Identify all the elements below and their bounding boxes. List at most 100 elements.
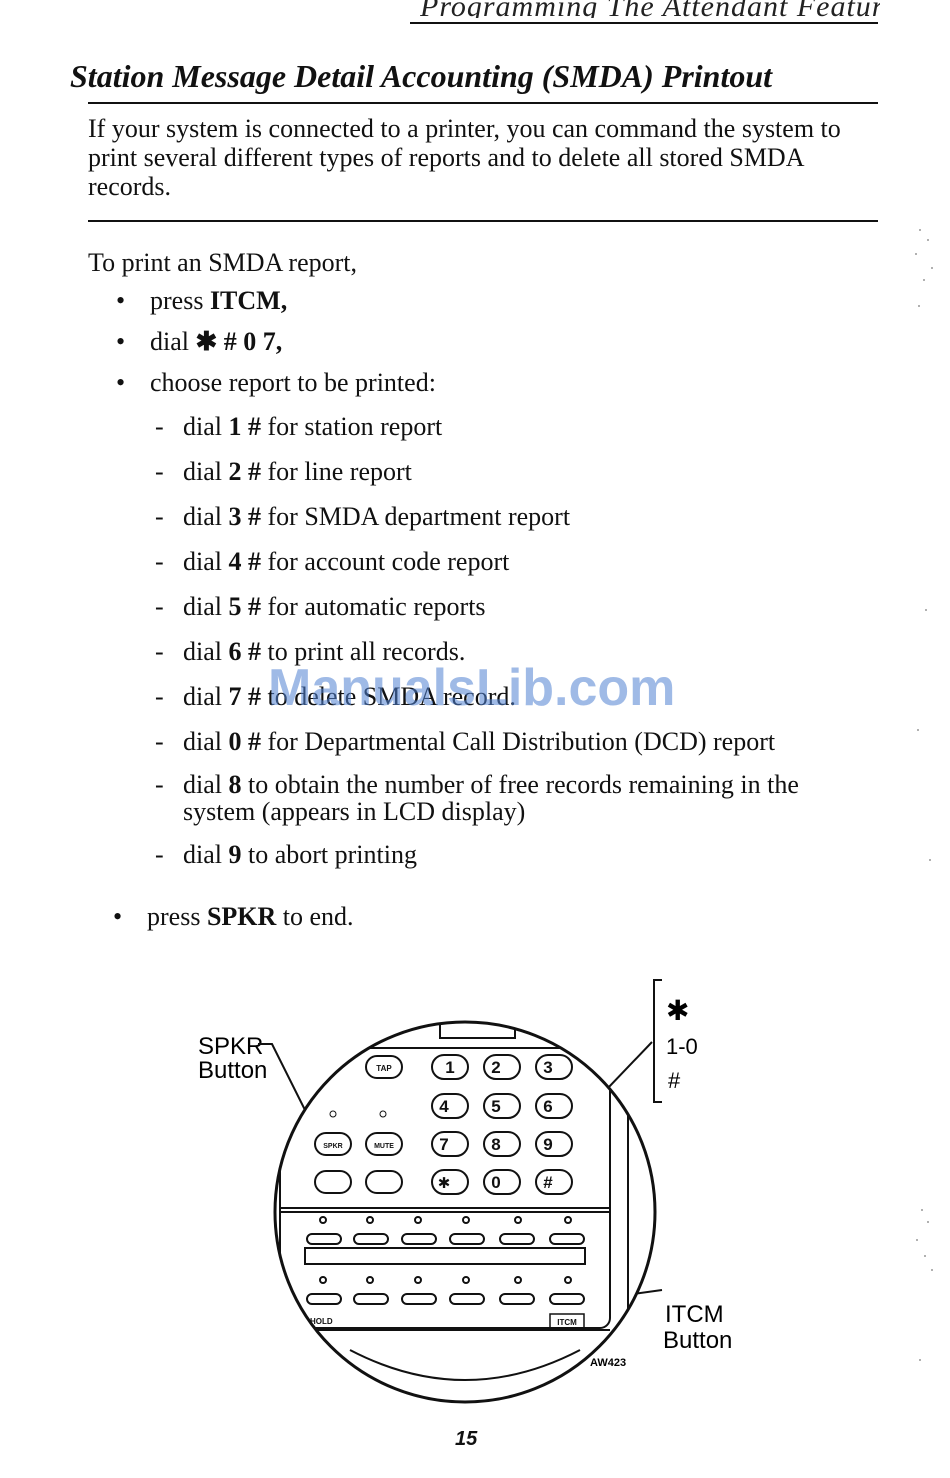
sub-item-post: to abort printing — [241, 840, 417, 869]
dial-keypad: 1 2 3 4 5 6 7 8 9 ✱ 0 — [431, 1054, 573, 1195]
led-indicator — [329, 1110, 337, 1118]
bullet-choose-report: • choose report to be printed: — [116, 368, 436, 398]
sub-item-automatic-reports: -dial 5 # for automatic reports — [155, 592, 486, 621]
bullet-dot: • — [113, 902, 123, 931]
sub-item-post: for station report — [261, 412, 443, 441]
running-head: Programming The Attendant Features — [420, 0, 880, 18]
sub-item-post: for Departmental Call Distribution (DCD)… — [261, 727, 776, 756]
bullet-press-itcm: • press ITCM, — [116, 286, 288, 316]
phone-base-curve — [349, 1349, 581, 1381]
bullet-dot: • — [116, 286, 126, 315]
sub-item-post: for line report — [261, 457, 412, 486]
scan-noise — [915, 229, 933, 1361]
itcm-key-label: ITCM — [557, 1318, 577, 1327]
sub-item-post: to print all records. — [261, 637, 466, 666]
sub-item-delete-records: -dial 7 # to delete SMDA record. — [155, 682, 516, 711]
spkr-key-label: SPKR — [323, 1143, 342, 1150]
dial-key-2-label: 2 — [491, 1058, 500, 1077]
sub-item-key: 0 # — [228, 727, 262, 756]
sub-item-key: 9 — [228, 840, 242, 869]
sub-item-key: 3 # — [228, 502, 262, 531]
handset-cradle — [439, 1022, 516, 1039]
lcd-strip — [304, 1247, 586, 1265]
sub-item-pre: dial — [183, 637, 229, 666]
dial-key-star-label: ✱ — [438, 1175, 451, 1192]
instructions-lead: To print an SMDA report, — [88, 248, 357, 277]
title-rule — [88, 102, 878, 104]
sub-item-pre: dial — [183, 682, 229, 711]
itcm-label-line2: Button — [663, 1327, 732, 1354]
led-indicator — [379, 1110, 387, 1118]
sub-item-abort-printing: -dial 9 to abort printing — [155, 840, 417, 869]
dial-key-4-label: 4 — [439, 1097, 449, 1116]
dial-key-0 — [483, 1169, 521, 1195]
spkr-key — [314, 1132, 352, 1156]
bullet-text: press — [147, 902, 207, 931]
bullet-key: ITCM, — [209, 286, 288, 315]
dial-key-8 — [483, 1131, 521, 1157]
line-buttons-upper — [306, 1216, 585, 1245]
dial-key-8-label: 8 — [491, 1135, 500, 1154]
sub-item-pre: dial — [183, 840, 229, 869]
dial-key-9-label: 9 — [543, 1135, 552, 1154]
dial-key-3 — [535, 1054, 573, 1080]
sub-item-post: for automatic reports — [261, 592, 486, 621]
phone-body — [279, 1047, 611, 1329]
dial-key-7-label: 7 — [439, 1135, 448, 1154]
dial-key-4 — [431, 1093, 469, 1119]
sub-item-key: 2 # — [228, 457, 262, 486]
dial-key-5 — [483, 1093, 521, 1119]
sub-item-line-report: -dial 2 # for line report — [155, 457, 412, 486]
bullet-key: SPKR — [206, 902, 277, 931]
sub-item-print-all: -dial 6 # to print all records. — [155, 637, 466, 666]
sub-item-post: to delete SMDA record. — [261, 682, 516, 711]
sub-item-pre: dial — [183, 457, 229, 486]
tap-key — [365, 1055, 403, 1079]
dial-key-6-label: 6 — [543, 1097, 552, 1116]
keypad-bracket — [653, 979, 662, 1103]
dial-key-2 — [483, 1054, 521, 1080]
mute-key-label: MUTE — [374, 1143, 394, 1150]
bracket-hash: # — [668, 1068, 681, 1093]
sub-item-key: 5 # — [228, 592, 262, 621]
page-number: 15 — [455, 1428, 478, 1450]
sub-item-pre: dial — [183, 412, 229, 441]
sub-item-key: 1 # — [228, 412, 262, 441]
spkr-leader-line — [258, 1043, 321, 1141]
itcm-key — [549, 1313, 585, 1329]
itcm-label-line1: ITCM — [665, 1301, 724, 1328]
sub-item-pre: dial — [183, 502, 229, 531]
sub-item-pre: dial — [183, 770, 229, 799]
figure-id: AW423 — [590, 1357, 626, 1369]
sub-item-key: 7 # — [228, 682, 262, 711]
dial-key-hash-label: # — [543, 1173, 553, 1192]
tap-key-label: TAP — [376, 1064, 392, 1073]
bracket-star: ✱ — [666, 995, 689, 1026]
bracket-digits: 1-0 — [666, 1034, 698, 1059]
bullet-text: choose report to be printed: — [150, 368, 436, 397]
spkr-label-line2: Button — [198, 1057, 267, 1084]
dial-key-6 — [535, 1093, 573, 1119]
dial-key-0-label: 0 — [491, 1173, 500, 1192]
page-title: Station Message Detail Accounting (SMDA)… — [70, 58, 773, 94]
sub-item-pre: dial — [183, 727, 229, 756]
spkr-label-line1: SPKR — [198, 1033, 263, 1060]
dial-key-1-label: 1 — [445, 1058, 454, 1077]
mute-key — [365, 1132, 403, 1156]
sub-item-station-report: -dial 1 # for station report — [155, 412, 443, 441]
sub-item-key: 8 — [228, 770, 242, 799]
volume-up-key — [365, 1170, 403, 1194]
sub-item-pre: dial — [183, 547, 229, 576]
dial-key-hash — [535, 1169, 573, 1195]
dial-key-3-label: 3 — [543, 1058, 552, 1077]
hold-key-label: HOLD — [310, 1317, 333, 1326]
bullet-post: to end. — [276, 902, 354, 931]
dial-key-1 — [431, 1054, 469, 1080]
intro-rule — [88, 220, 878, 222]
bullet-dot: • — [116, 368, 126, 397]
bullet-press-spkr: • press SPKR to end. — [113, 902, 354, 932]
sub-item-post-line2: system (appears in LCD display) — [183, 797, 526, 826]
sub-item-account-code-report: -dial 4 # for account code report — [155, 547, 510, 576]
sub-item-post: for SMDA department report — [261, 502, 571, 531]
bullet-dial-code: • dial ✱ # 0 7, — [116, 327, 282, 357]
